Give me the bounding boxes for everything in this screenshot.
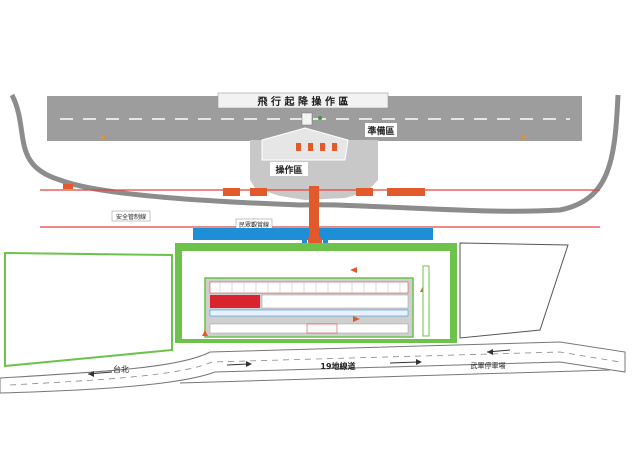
taxiway-curve (9, 93, 621, 214)
direction-left-label: 台北 (113, 364, 129, 374)
operations-area-label-box (270, 162, 308, 176)
barrier-blocks (63, 184, 425, 196)
arrow-right-icon-2 (389, 359, 422, 365)
ready-area (261, 127, 349, 161)
road-band (0, 341, 626, 394)
arrow-left-icon-2 (486, 349, 511, 355)
runway-label-box (217, 92, 389, 109)
stands-row-top (209, 281, 409, 294)
left-field (4, 251, 173, 368)
arrow-left-icon (87, 371, 113, 377)
stands-center-box (306, 323, 338, 334)
venue-right-lane (422, 265, 430, 337)
direction-right-label: 武軍停車場 (471, 361, 506, 370)
ready-area-label-box (365, 123, 397, 137)
stands-row-top-seats (219, 282, 401, 293)
road-edge-bottom (179, 369, 611, 384)
safety-line-label: 安全管制線 (116, 213, 146, 221)
aircraft-icons (296, 112, 337, 151)
arrow-right-icon (226, 361, 252, 367)
safety-line-label-box (111, 210, 151, 222)
stands-row-lower (209, 309, 409, 317)
ready-area-label: 準備區 (367, 125, 394, 137)
operations-area-label: 操作區 (275, 164, 302, 176)
runway-label: 飛 行 起 降 操 作 區 (257, 95, 349, 108)
road-label: 19地線道 (320, 361, 355, 371)
road-centerline (9, 351, 621, 386)
stands-row-middle (261, 294, 409, 309)
runway-marker-right (521, 135, 525, 139)
stands-red-zone (210, 295, 260, 308)
access-path-upper (309, 186, 319, 248)
spectator-line-label: 民眾觀賞線 (239, 221, 269, 229)
runway-marker-left (101, 135, 105, 139)
right-field (459, 242, 569, 339)
